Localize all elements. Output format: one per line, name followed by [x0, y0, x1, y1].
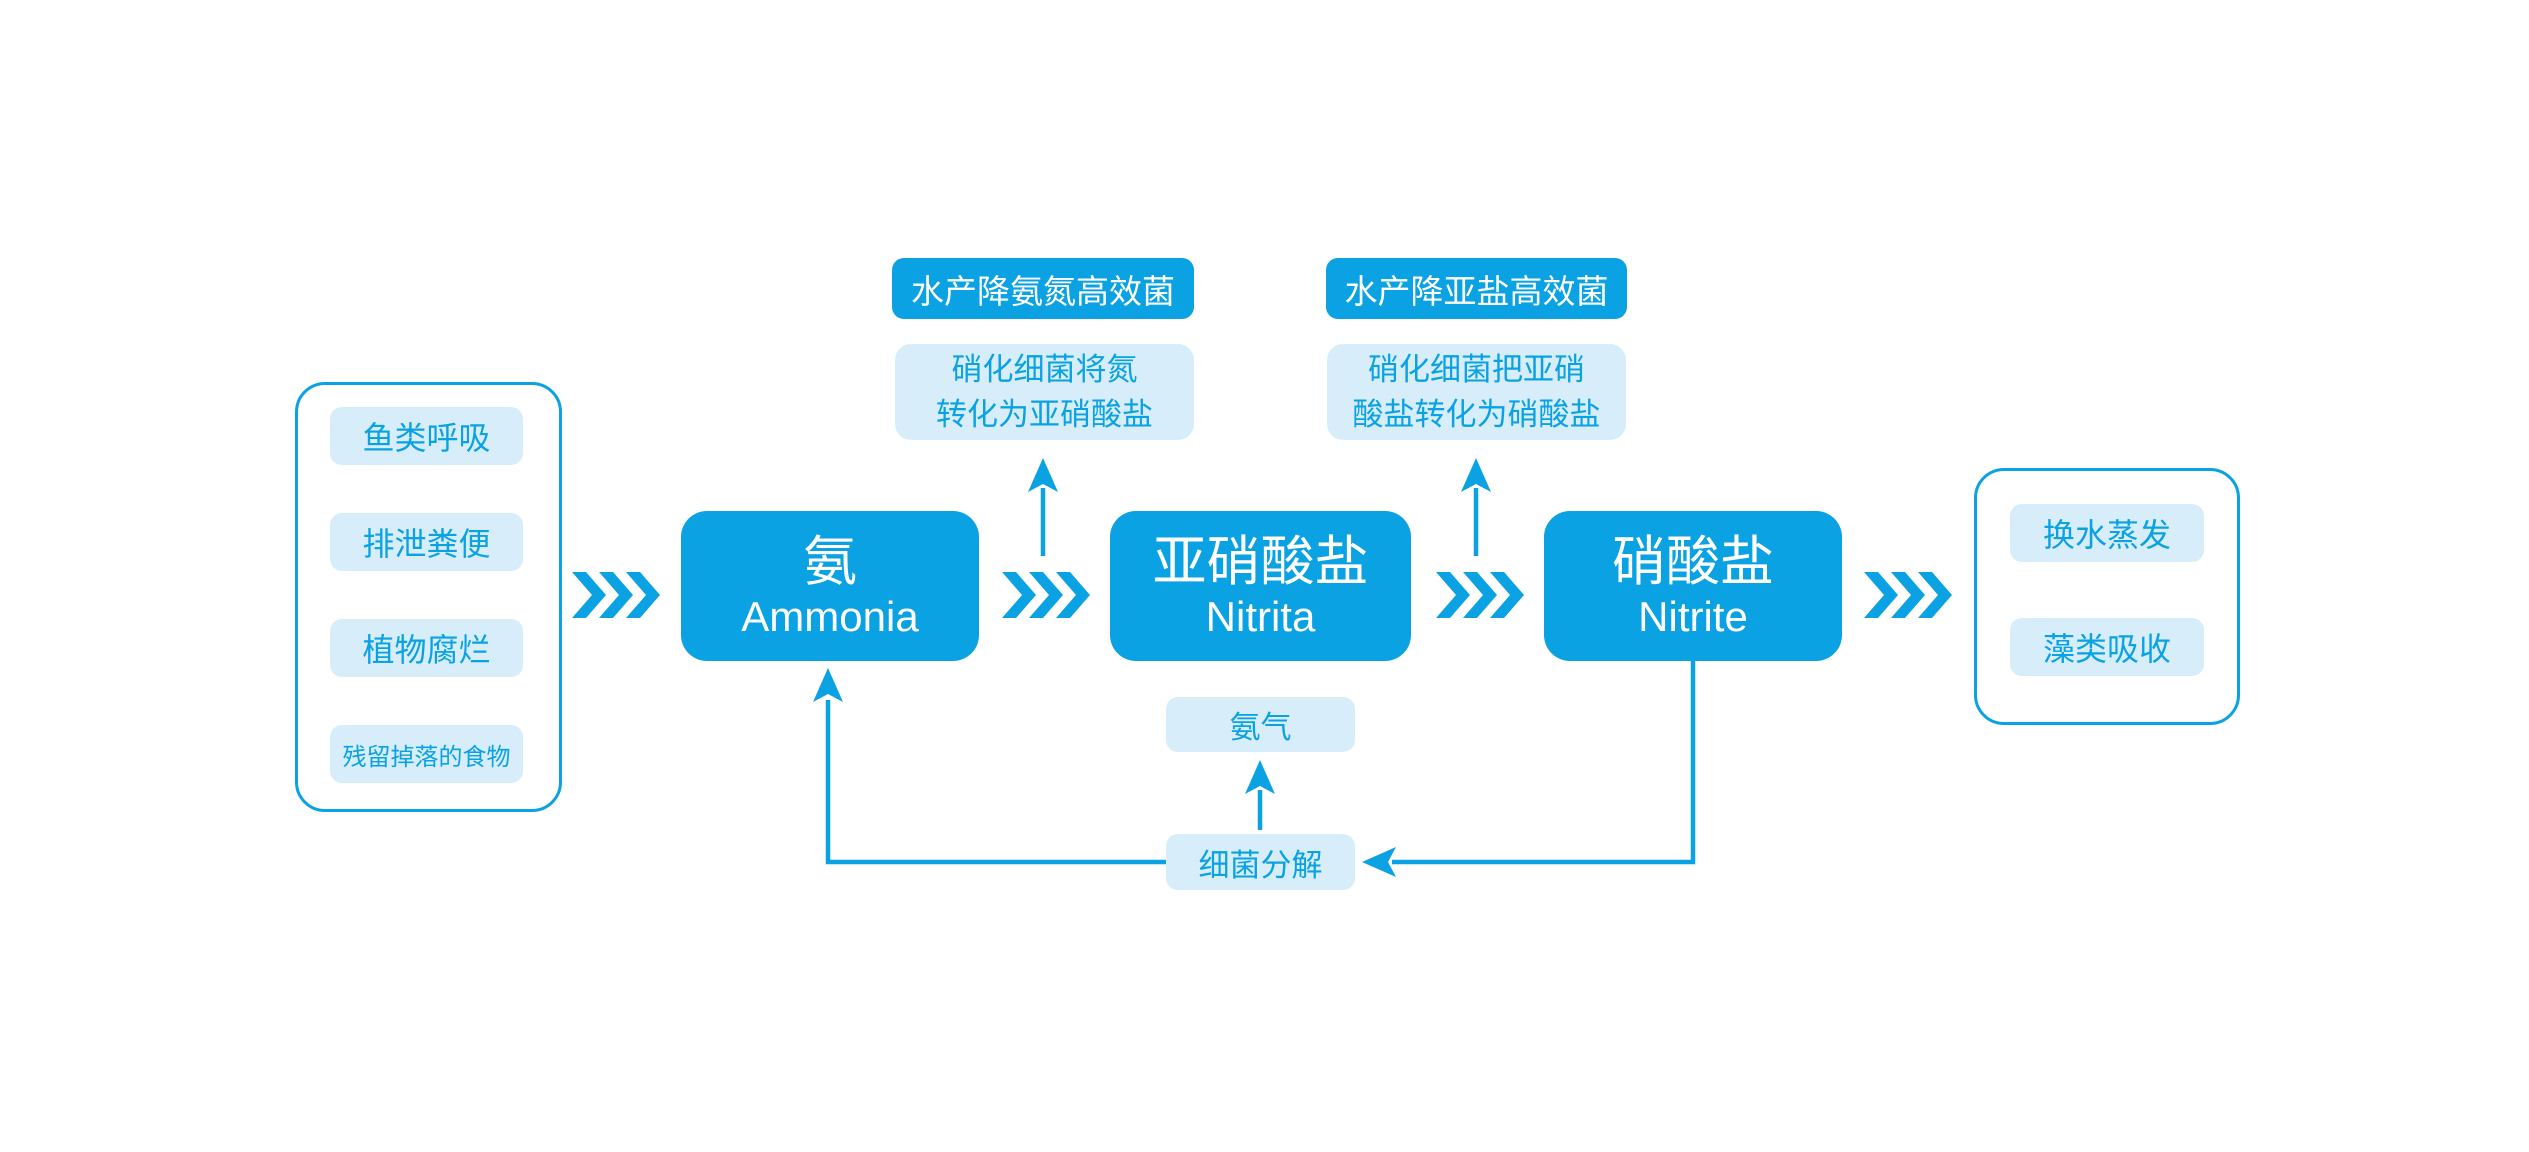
- stage-zh-label: 氨: [803, 532, 857, 593]
- stage-ammonia: 氨 Ammonia: [681, 511, 979, 661]
- up-arrowhead-icon: [1245, 760, 1275, 794]
- stage-nitrate: 硝酸盐 Nitrite: [1544, 511, 1842, 661]
- ammonia-gas-pill: 氨气: [1166, 697, 1355, 752]
- stage-en-label: Nitrita: [1205, 592, 1316, 640]
- sink-item-label: 藻类吸收: [2042, 631, 2171, 667]
- source-item-excretion: 排泄粪便: [330, 513, 523, 571]
- booster-product-label: 水产降亚盐高效菌: [1344, 272, 1609, 310]
- up-arrowhead-icon: [813, 668, 843, 702]
- stage-zh-label: 亚硝酸盐: [1152, 532, 1369, 593]
- stage-nitrite: 亚硝酸盐 Nitrita: [1110, 511, 1411, 661]
- up-arrowhead-icon: [1461, 458, 1491, 492]
- left-arrowhead-icon: [1362, 847, 1396, 877]
- source-item-label: 排泄粪便: [362, 526, 491, 562]
- booster-description-line: 硝化细菌把亚硝: [1368, 352, 1585, 387]
- stage-en-label: Nitrite: [1638, 592, 1748, 640]
- source-item-leftover-food: 残留掉落的食物: [330, 725, 523, 783]
- sink-item-water-change: 换水蒸发: [2010, 504, 2204, 562]
- ammonia-gas-label: 氨气: [1229, 710, 1292, 745]
- source-item-fish-breathing: 鱼类呼吸: [330, 407, 523, 465]
- triple-chevron-icon: [1864, 572, 1952, 618]
- stage-zh-label: 硝酸盐: [1612, 532, 1774, 593]
- source-item-plant-decay: 植物腐烂: [330, 619, 523, 677]
- sink-item-algae-absorb: 藻类吸收: [2010, 618, 2204, 676]
- booster-description-line: 硝化细菌将氮: [951, 352, 1138, 387]
- bacteria-to-ammonia-line: [825, 700, 1166, 865]
- booster1-product-badge: 水产降氨氮高效菌: [892, 258, 1194, 319]
- nitrate-removal-panel: 换水蒸发 藻类吸收: [1974, 468, 2240, 725]
- triple-chevron-icon: [1002, 572, 1090, 618]
- booster2-product-badge: 水产降亚盐高效菌: [1326, 258, 1627, 319]
- source-item-label: 植物腐烂: [362, 632, 491, 668]
- bacteria-decompose-pill: 细菌分解: [1166, 834, 1355, 890]
- ammonia-sources-panel: 鱼类呼吸 排泄粪便 植物腐烂 残留掉落的食物: [295, 382, 562, 812]
- triple-chevron-icon: [572, 572, 660, 618]
- booster1-description: 硝化细菌将氮 转化为亚硝酸盐: [895, 344, 1194, 440]
- source-item-label: 鱼类呼吸: [362, 420, 491, 456]
- booster-description-line: 转化为亚硝酸盐: [936, 397, 1153, 432]
- nitrate-to-bacteria-line: [1392, 661, 1696, 865]
- booster-product-label: 水产降氨氮高效菌: [911, 272, 1175, 310]
- sink-item-label: 换水蒸发: [2042, 517, 2171, 553]
- stage-en-label: Ammonia: [741, 592, 919, 640]
- up-arrowhead-icon: [1028, 458, 1058, 492]
- triple-chevron-icon: [1436, 572, 1524, 618]
- source-item-label: 残留掉落的食物: [342, 743, 511, 771]
- booster-description-line: 酸盐转化为硝酸盐: [1352, 397, 1601, 432]
- booster2-description: 硝化细菌把亚硝 酸盐转化为硝酸盐: [1327, 344, 1626, 440]
- bacteria-decompose-label: 细菌分解: [1198, 847, 1323, 883]
